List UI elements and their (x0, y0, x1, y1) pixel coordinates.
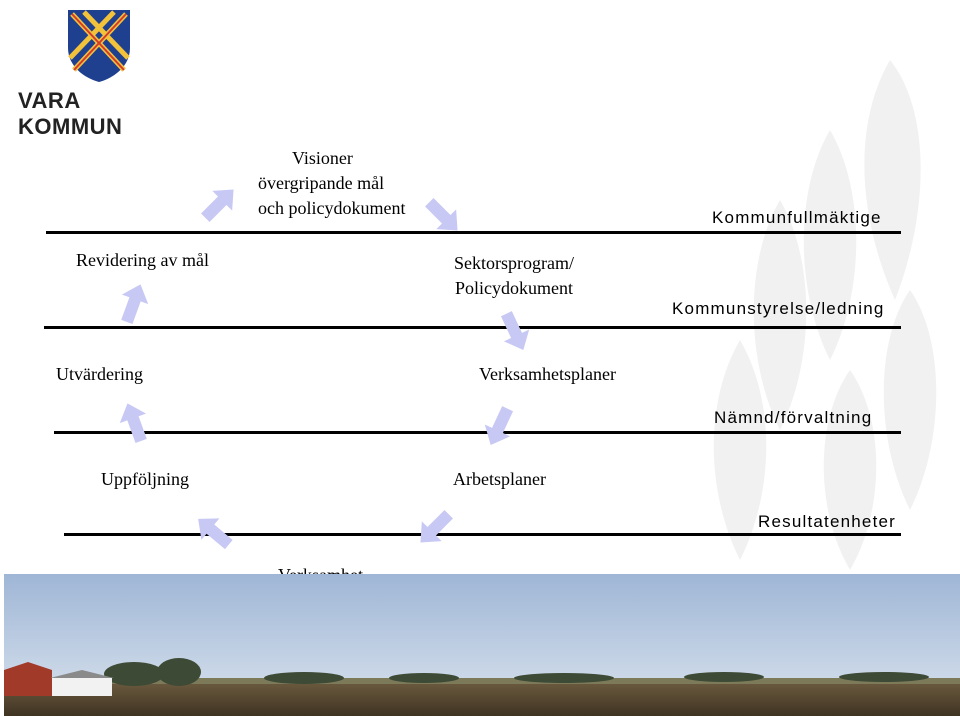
arrow-icon (493, 307, 536, 356)
level-label-kommunfullmaktige: Kommunfullmäktige (712, 208, 882, 227)
cycle-visioner: Visioner övergripande mål och policydoku… (258, 146, 405, 221)
cycle-utvardering: Utvärdering (56, 364, 143, 384)
cycle-visioner-line3: och policydokument (258, 198, 406, 218)
arrow-icon (114, 398, 155, 446)
cycle-sektor-line2: Policydokument (455, 278, 573, 298)
cycle-uppfoljning: Uppföljning (101, 469, 189, 489)
arrow-icon (189, 508, 238, 556)
level-line-kommunstyrelse (44, 326, 901, 329)
cycle-visioner-line2: övergripande mål (258, 173, 385, 193)
arrow-icon (195, 179, 244, 228)
level-line-kommunfullmaktige (46, 231, 901, 234)
cycle-sektor-line1: Sektorsprogram/ (454, 253, 574, 273)
arrow-icon (113, 279, 154, 327)
logo: VARA KOMMUN (8, 2, 188, 139)
level-label-resultatenheter: Resultatenheter (758, 512, 897, 531)
wheat-watermark-icon (713, 60, 937, 570)
cycle-verksamhetsplaner: Verksamhetsplaner (479, 364, 616, 384)
cycle-revidering: Revidering av mål (76, 250, 209, 270)
level-label-kommunstyrelse: Kommunstyrelse/ledning (672, 299, 885, 318)
coat-of-arms-icon (68, 10, 130, 82)
cycle-visioner-line1: Visioner (292, 148, 353, 168)
landscape-photo (4, 574, 960, 716)
arrow-icon (419, 192, 468, 241)
cycle-arbetsplaner: Arbetsplaner (453, 469, 546, 489)
level-line-resultatenheter (64, 533, 901, 536)
arrow-icon (410, 504, 459, 553)
logo-text: VARA KOMMUN (18, 88, 123, 139)
cycle-sektorsprogram: Sektorsprogram/ Policydokument (440, 251, 588, 301)
arrow-icon (478, 402, 521, 451)
level-line-namnd (54, 431, 901, 434)
level-label-namnd: Nämnd/förvaltning (714, 408, 873, 427)
